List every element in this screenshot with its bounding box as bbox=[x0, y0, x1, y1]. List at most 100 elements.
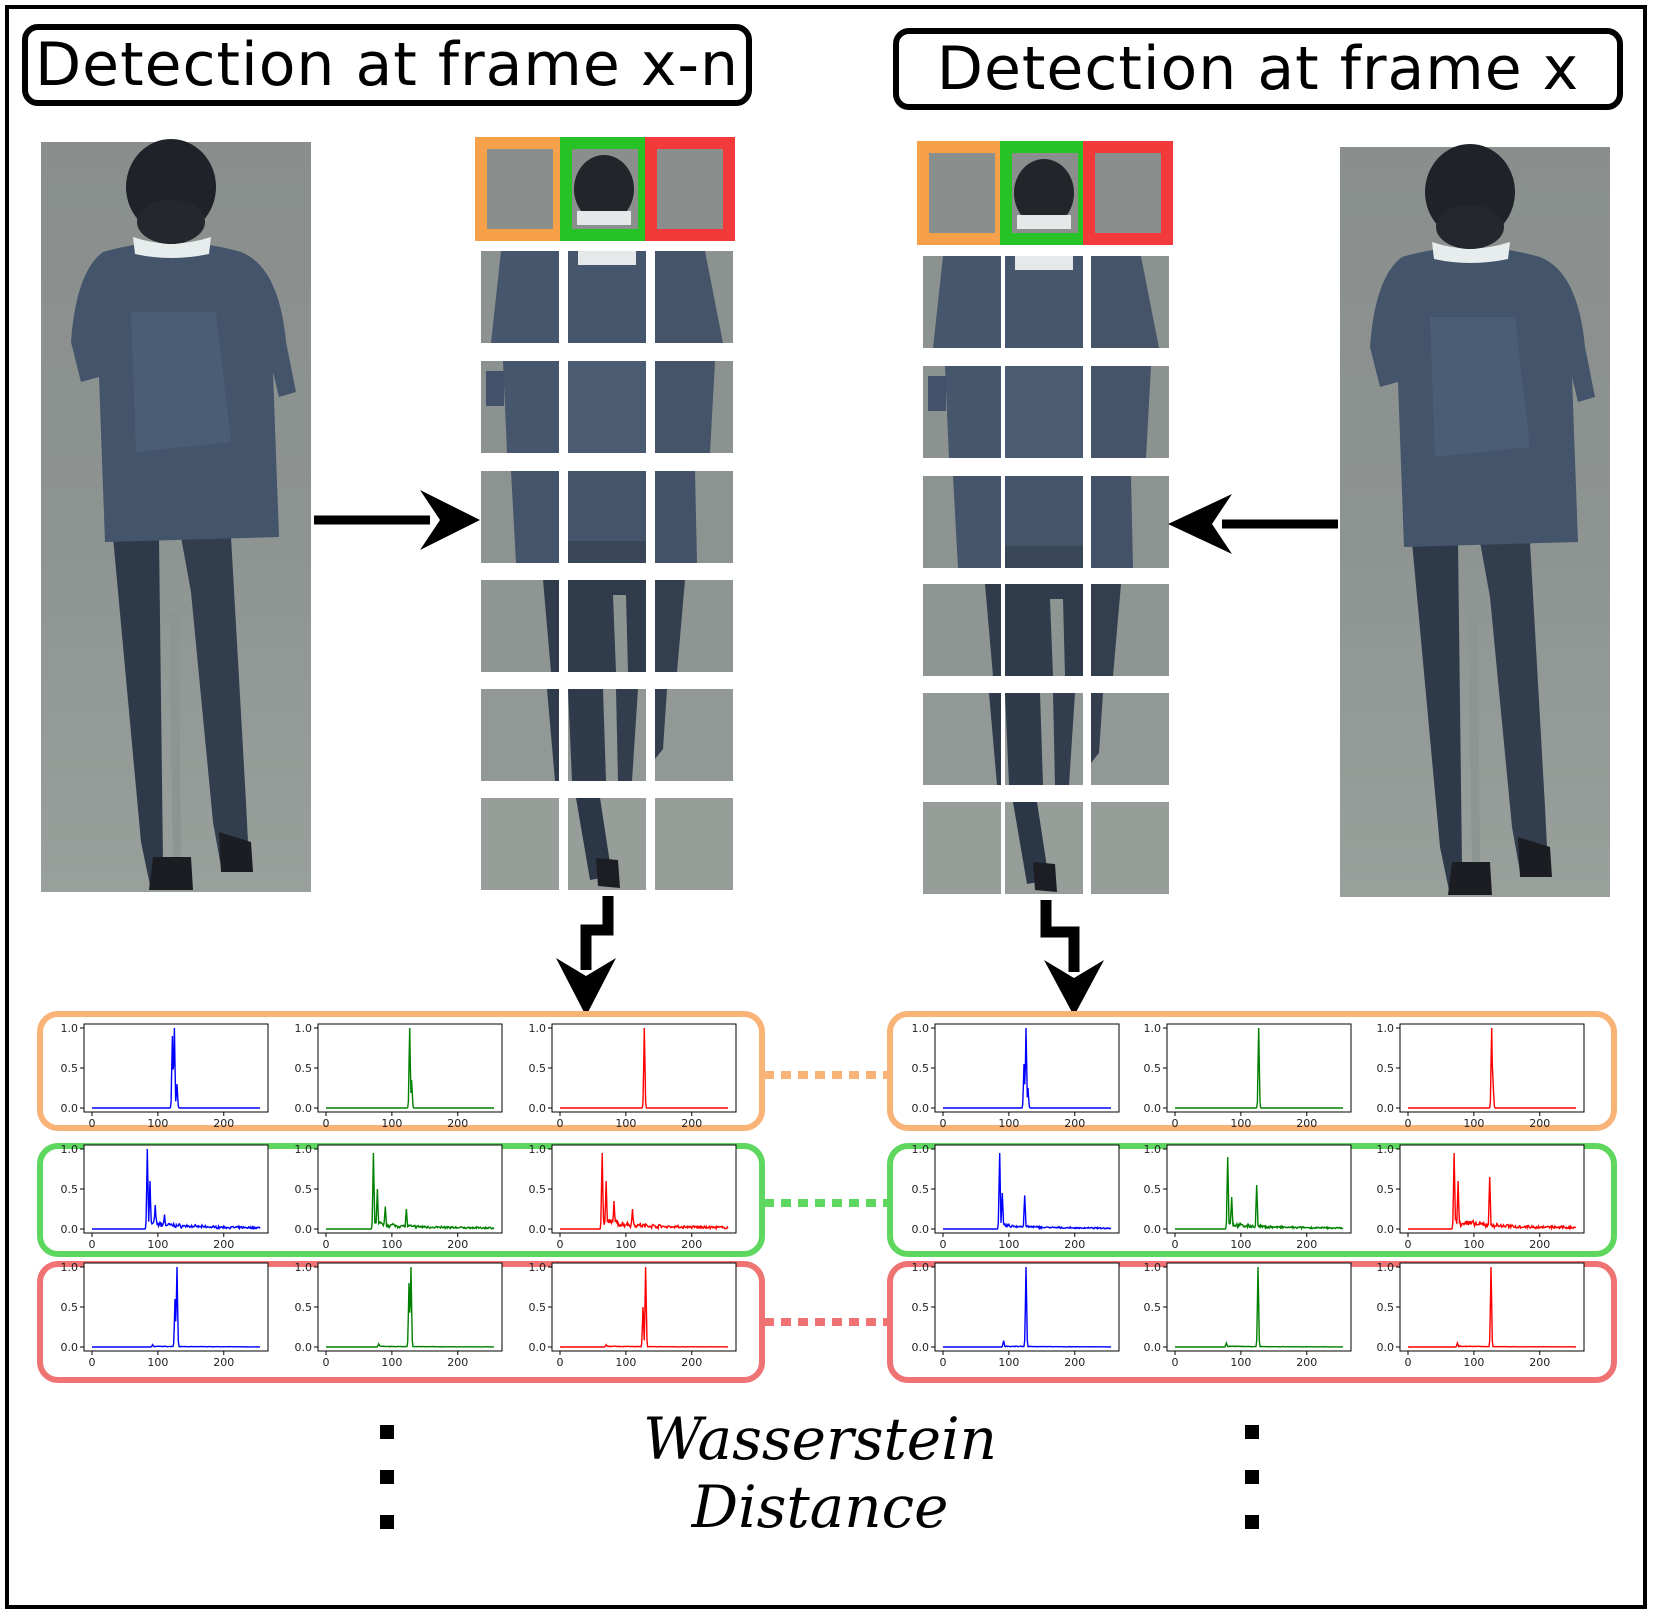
title-frame-x-n-text: Detection at frame x-n bbox=[34, 30, 740, 100]
y-tick-label: 0.0 bbox=[61, 1223, 79, 1236]
title-frame-x-n: Detection at frame x-n bbox=[22, 24, 752, 106]
histogram-curve bbox=[560, 1266, 729, 1348]
x-tick-label: 200 bbox=[681, 1238, 702, 1251]
x-tick-label: 100 bbox=[147, 1238, 168, 1251]
person-image-left bbox=[41, 139, 311, 892]
histogram-curve bbox=[560, 1152, 729, 1231]
histogram-curve bbox=[560, 1027, 728, 1109]
region-strip-right bbox=[917, 141, 1173, 245]
x-tick-label: 200 bbox=[213, 1356, 234, 1369]
histogram-curve bbox=[943, 1152, 1112, 1231]
y-tick-label: 0.0 bbox=[529, 1223, 547, 1236]
y-tick-label: 0.5 bbox=[1144, 1301, 1162, 1314]
x-tick-label: 100 bbox=[998, 1238, 1019, 1251]
y-tick-label: 0.0 bbox=[1377, 1102, 1395, 1115]
x-tick-label: 0 bbox=[557, 1356, 564, 1369]
x-tick-label: 0 bbox=[940, 1238, 947, 1251]
histogram-curve bbox=[326, 1152, 495, 1231]
region-box-green-left bbox=[560, 137, 650, 241]
x-tick-label: 100 bbox=[381, 1238, 402, 1251]
x-tick-label: 200 bbox=[447, 1356, 468, 1369]
x-tick-label: 0 bbox=[323, 1238, 330, 1251]
x-tick-label: 200 bbox=[1064, 1356, 1085, 1369]
x-tick-label: 0 bbox=[1405, 1356, 1412, 1369]
region-box-red-right bbox=[1083, 141, 1173, 245]
x-tick-label: 100 bbox=[1230, 1238, 1251, 1251]
y-tick-label: 1.0 bbox=[1144, 1143, 1162, 1156]
y-tick-label: 1.0 bbox=[1377, 1022, 1395, 1035]
tile-grid-left bbox=[481, 251, 733, 890]
y-tick-label: 1.0 bbox=[529, 1022, 547, 1035]
x-tick-label: 100 bbox=[1463, 1117, 1484, 1130]
y-tick-label: 0.5 bbox=[295, 1062, 313, 1075]
y-tick-label: 0.5 bbox=[1377, 1183, 1395, 1196]
y-tick-label: 1.0 bbox=[61, 1022, 79, 1035]
y-tick-label: 1.0 bbox=[1144, 1022, 1162, 1035]
y-tick-label: 1.0 bbox=[61, 1261, 79, 1274]
x-tick-label: 0 bbox=[1172, 1238, 1179, 1251]
x-tick-label: 0 bbox=[1405, 1238, 1412, 1251]
y-tick-label: 1.0 bbox=[529, 1261, 547, 1274]
wasserstein-distance-label: Wasserstein Distance bbox=[560, 1405, 1080, 1541]
y-tick-label: 1.0 bbox=[529, 1143, 547, 1156]
y-tick-label: 1.0 bbox=[912, 1143, 930, 1156]
y-tick-label: 0.5 bbox=[529, 1062, 547, 1075]
histogram-curve bbox=[1175, 1266, 1344, 1348]
wasserstein-label-line1: Wasserstein bbox=[642, 1405, 998, 1473]
y-tick-label: 1.0 bbox=[295, 1022, 313, 1035]
x-tick-label: 0 bbox=[323, 1117, 330, 1130]
y-tick-label: 1.0 bbox=[61, 1143, 79, 1156]
x-tick-label: 200 bbox=[1296, 1356, 1317, 1369]
x-tick-label: 100 bbox=[1463, 1356, 1484, 1369]
figure-frame bbox=[5, 5, 1647, 1609]
x-tick-label: 0 bbox=[940, 1356, 947, 1369]
hist-row-orange-left bbox=[37, 1011, 765, 1131]
y-tick-label: 0.0 bbox=[1144, 1102, 1162, 1115]
y-tick-label: 1.0 bbox=[295, 1261, 313, 1274]
x-tick-label: 100 bbox=[615, 1238, 636, 1251]
x-tick-label: 100 bbox=[381, 1356, 402, 1369]
person-image-right bbox=[1340, 144, 1610, 897]
x-tick-label: 200 bbox=[1529, 1117, 1550, 1130]
title-frame-x-text: Detection at frame x bbox=[936, 34, 1580, 104]
x-tick-label: 200 bbox=[1529, 1238, 1550, 1251]
y-tick-label: 0.0 bbox=[529, 1102, 547, 1115]
x-tick-label: 100 bbox=[998, 1356, 1019, 1369]
histogram-curve bbox=[943, 1027, 1111, 1109]
x-tick-label: 200 bbox=[1529, 1356, 1550, 1369]
hist-row-orange-right bbox=[887, 1011, 1617, 1131]
region-strip-left bbox=[475, 137, 735, 241]
y-tick-label: 0.5 bbox=[1144, 1183, 1162, 1196]
x-tick-label: 0 bbox=[940, 1117, 947, 1130]
tile-grid-right bbox=[923, 256, 1169, 894]
x-tick-label: 0 bbox=[323, 1356, 330, 1369]
y-tick-label: 0.0 bbox=[912, 1341, 930, 1354]
ellipsis-right bbox=[1245, 1425, 1259, 1529]
x-tick-label: 100 bbox=[998, 1117, 1019, 1130]
x-tick-label: 0 bbox=[1405, 1117, 1412, 1130]
x-tick-label: 0 bbox=[89, 1356, 96, 1369]
x-tick-label: 200 bbox=[447, 1238, 468, 1251]
y-tick-label: 0.5 bbox=[912, 1062, 930, 1075]
y-tick-label: 0.5 bbox=[529, 1301, 547, 1314]
x-tick-label: 100 bbox=[1463, 1238, 1484, 1251]
y-tick-label: 0.5 bbox=[61, 1062, 79, 1075]
wasserstein-label-line2: Distance bbox=[691, 1473, 949, 1541]
y-tick-label: 0.0 bbox=[295, 1341, 313, 1354]
histogram-curve bbox=[1408, 1152, 1577, 1231]
x-tick-label: 200 bbox=[1296, 1117, 1317, 1130]
arrow-right-to-grid bbox=[1168, 494, 1338, 554]
x-tick-label: 100 bbox=[1230, 1117, 1251, 1130]
